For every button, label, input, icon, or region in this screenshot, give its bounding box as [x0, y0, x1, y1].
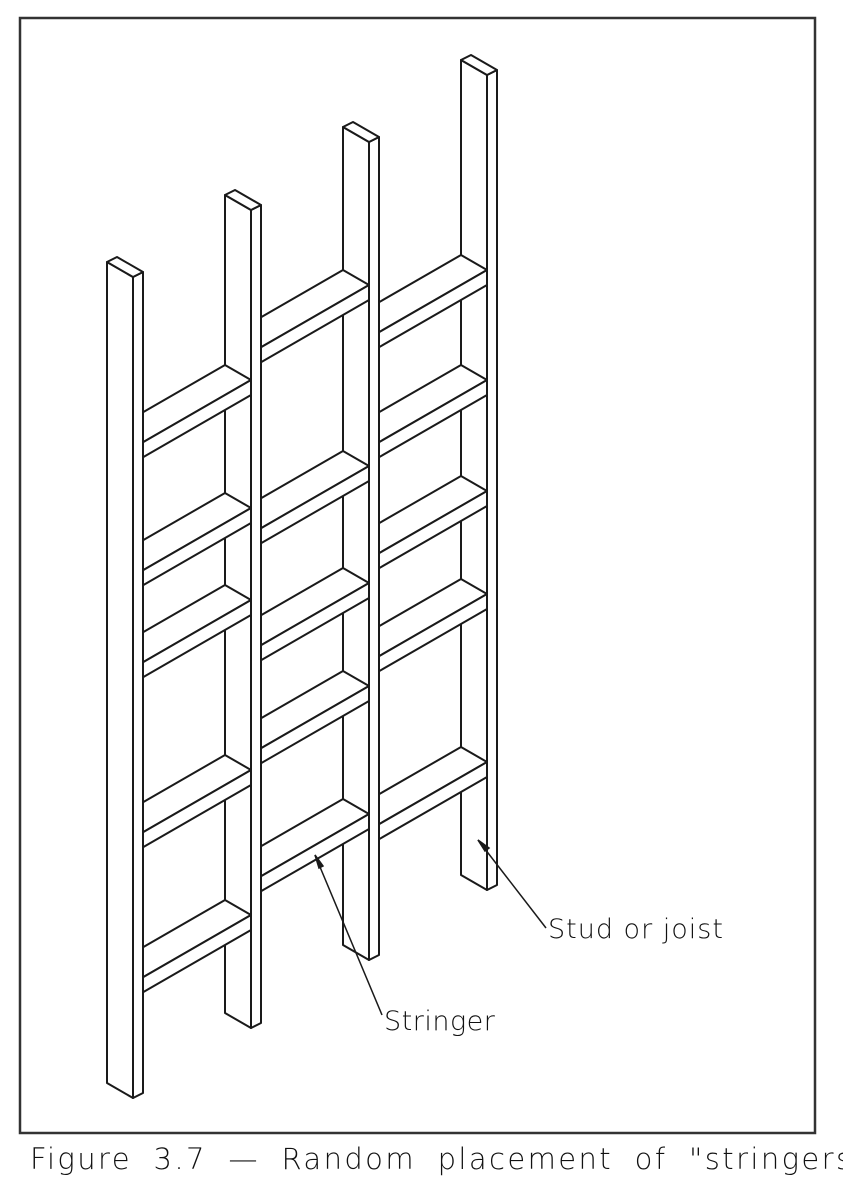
stringer: [378, 746, 488, 841]
stud-front-face: [106, 261, 134, 1099]
stringer: [378, 475, 488, 570]
stringer: [260, 269, 370, 364]
stringer: [260, 567, 370, 662]
stud-top-face: [342, 121, 380, 143]
stringer: [142, 584, 252, 679]
stringer: [142, 364, 252, 459]
stud-or-joist-label: Stud or joist: [548, 914, 724, 945]
stud-arrowhead: [477, 839, 491, 853]
stud: [106, 256, 144, 1099]
studs: [106, 54, 498, 1099]
stud-side-face: [486, 69, 498, 891]
stringer-front-face: [142, 599, 252, 679]
stud-top-face: [106, 256, 144, 278]
stringer-front-face: [378, 269, 488, 349]
stringer-front-face: [142, 507, 252, 587]
stud-top-face: [460, 54, 498, 76]
stringer-front-face: [378, 593, 488, 673]
stringer-front-face: [260, 813, 370, 893]
stringer-leader-line: [314, 854, 383, 1016]
stringers: [142, 254, 488, 994]
figure-caption: Figure 3.7 — Random placement of "string…: [30, 1142, 843, 1176]
stringer: [260, 670, 370, 765]
stud-side-face: [132, 271, 144, 1099]
stringer-front-face: [378, 490, 488, 570]
stringer-front-face: [142, 769, 252, 849]
stud-side-face: [368, 136, 380, 961]
stringer-arrowhead: [314, 854, 325, 870]
stud: [342, 121, 380, 961]
stringer: [142, 492, 252, 587]
stringer: [260, 450, 370, 545]
stringer-front-face: [260, 582, 370, 662]
stringer-front-face: [142, 379, 252, 459]
stud-top-face: [224, 189, 262, 211]
stringer: [142, 754, 252, 849]
stud-side-face: [250, 204, 262, 1029]
stringer-front-face: [260, 465, 370, 545]
stringer: [378, 254, 488, 349]
stringer-front-face: [378, 379, 488, 459]
stringer-front-face: [142, 914, 252, 994]
figure-frame: [18, 16, 817, 1135]
stringer: [378, 364, 488, 459]
stringer-front-face: [260, 685, 370, 765]
stringer: [378, 578, 488, 673]
leader-lines: [314, 839, 547, 1016]
stringer: [142, 899, 252, 994]
stud-leader-line: [477, 839, 547, 929]
stringer-front-face: [260, 284, 370, 364]
stringer-front-face: [378, 761, 488, 841]
stringer: [260, 798, 370, 893]
stringer-label: Stringer: [384, 1006, 496, 1037]
